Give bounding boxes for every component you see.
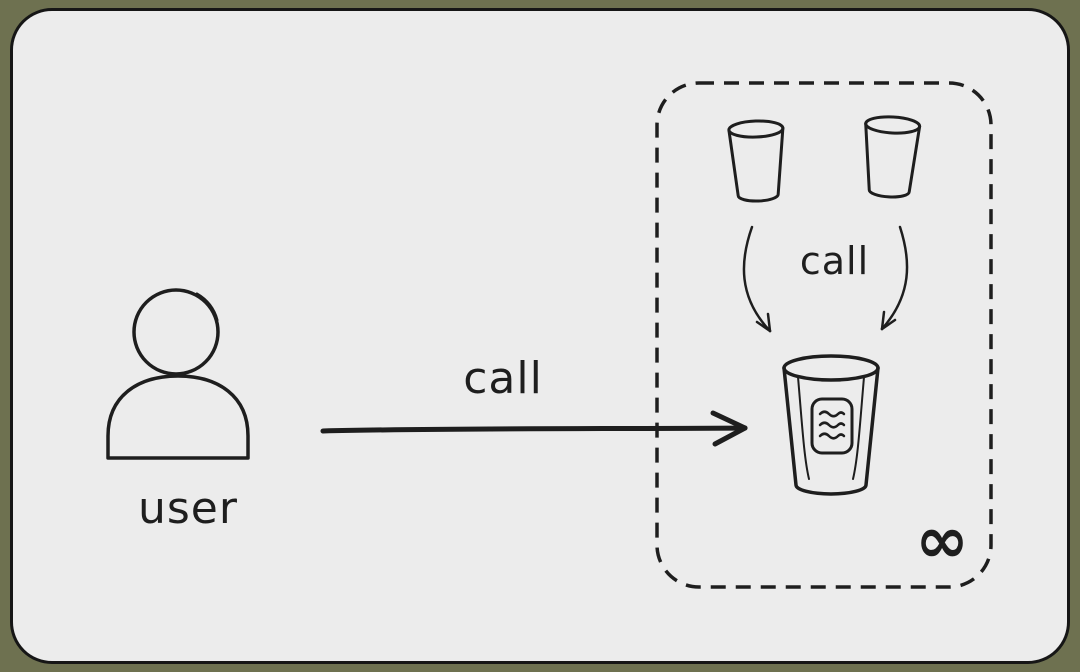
cup-icon-left	[720, 118, 797, 205]
user-label: user	[138, 483, 238, 534]
call-label: call	[463, 353, 543, 404]
inner-call-label: call	[799, 239, 870, 283]
diagram-canvas: user call	[10, 8, 1070, 664]
call-arrow	[319, 401, 759, 453]
cup-icon-right	[853, 113, 931, 201]
bucket-icon	[771, 353, 893, 505]
person-icon	[103, 286, 253, 462]
inner-call-arrows	[736, 225, 916, 343]
infinity-icon: ∞	[915, 504, 969, 578]
document-icon	[810, 397, 854, 455]
service-group-box	[655, 81, 993, 589]
